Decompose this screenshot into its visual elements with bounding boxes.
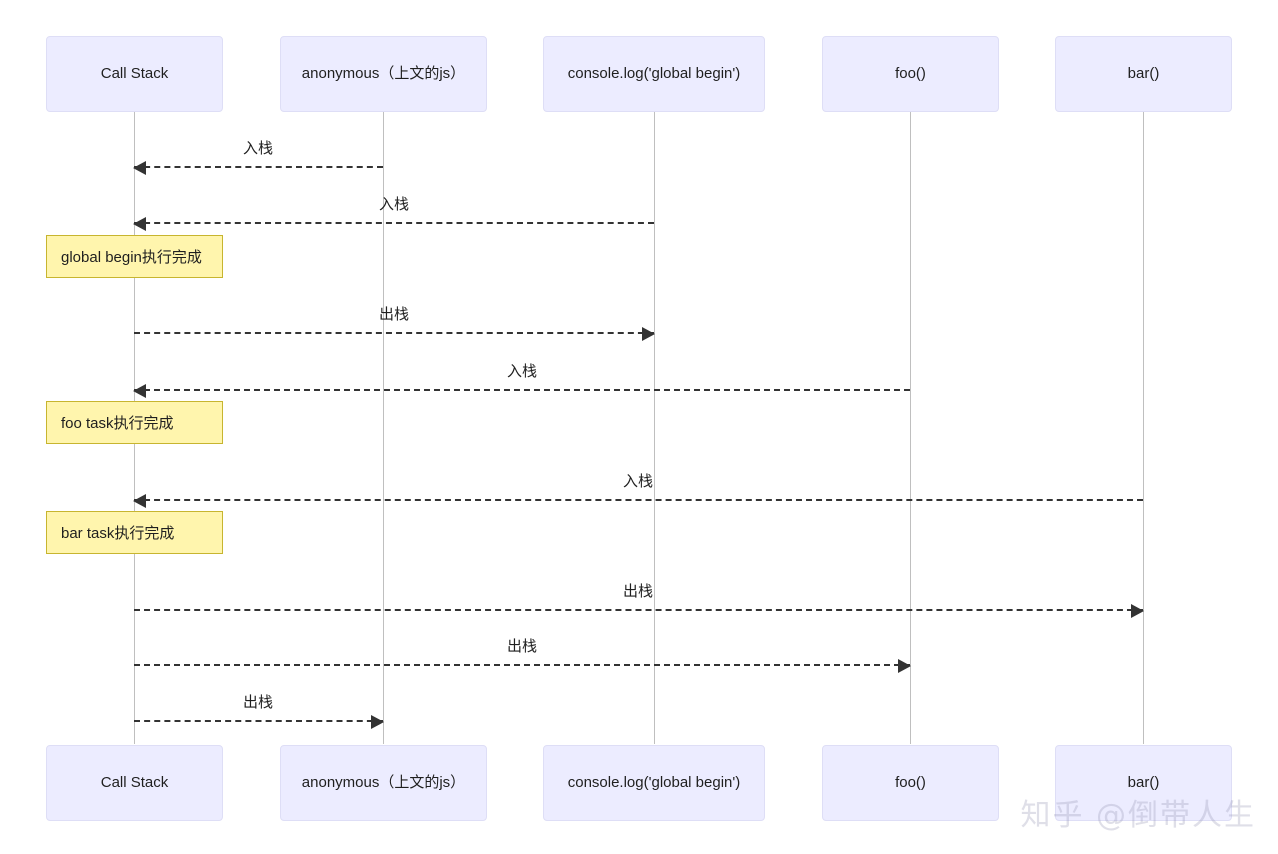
message-line-5 bbox=[134, 604, 1144, 618]
participant-top-consolelog[interactable]: console.log('global begin') bbox=[543, 36, 765, 112]
participant-label: console.log('global begin') bbox=[567, 774, 741, 791]
arrow-right-icon bbox=[642, 327, 655, 341]
note-text: bar task执行完成 bbox=[61, 525, 175, 542]
participant-top-bar[interactable]: bar() bbox=[1055, 36, 1232, 112]
message-label-7: 出栈 bbox=[242, 694, 274, 711]
participant-label: anonymous（上文的js） bbox=[301, 65, 466, 82]
participant-label: bar() bbox=[1127, 774, 1160, 791]
note-text: foo task执行完成 bbox=[61, 415, 174, 432]
message-line-2 bbox=[134, 327, 655, 341]
participant-label: bar() bbox=[1127, 65, 1160, 82]
message-line-3 bbox=[133, 384, 910, 398]
watermark: 知乎 @倒带人生 bbox=[1020, 798, 1256, 833]
message-label-1: 入栈 bbox=[378, 196, 410, 213]
message-label-3: 入栈 bbox=[506, 363, 538, 380]
participant-bottom-bar[interactable]: bar() bbox=[1055, 745, 1232, 821]
participant-bottom-callstack[interactable]: Call Stack bbox=[46, 745, 223, 821]
participant-bottom-foo[interactable]: foo() bbox=[822, 745, 999, 821]
message-label-2: 出栈 bbox=[378, 306, 410, 323]
note-0: global begin执行完成 bbox=[46, 235, 223, 278]
participant-label: anonymous（上文的js） bbox=[301, 774, 466, 791]
lifeline-foo bbox=[910, 112, 911, 744]
participant-label: console.log('global begin') bbox=[567, 65, 741, 82]
note-1: foo task执行完成 bbox=[46, 401, 223, 444]
participant-label: foo() bbox=[895, 65, 926, 82]
participant-label: Call Stack bbox=[100, 65, 169, 82]
message-label-5: 出栈 bbox=[622, 583, 654, 600]
lifeline-bar bbox=[1143, 112, 1144, 744]
message-line-7 bbox=[134, 715, 384, 729]
message-label-0: 入栈 bbox=[242, 140, 274, 157]
participant-top-anonymous[interactable]: anonymous（上文的js） bbox=[280, 36, 487, 112]
message-line-0 bbox=[133, 161, 383, 175]
participant-bottom-consolelog[interactable]: console.log('global begin') bbox=[543, 745, 765, 821]
message-line-4 bbox=[133, 494, 1143, 508]
arrow-left-icon bbox=[133, 161, 146, 175]
lifeline-consolelog bbox=[654, 112, 655, 744]
message-line-6 bbox=[134, 659, 911, 673]
message-label-6: 出栈 bbox=[506, 638, 538, 655]
arrow-left-icon bbox=[133, 494, 146, 508]
message-label-4: 入栈 bbox=[622, 473, 654, 490]
arrow-right-icon bbox=[1131, 604, 1144, 618]
message-line-1 bbox=[133, 217, 654, 231]
participant-label: Call Stack bbox=[100, 774, 169, 791]
arrow-right-icon bbox=[898, 659, 911, 673]
participant-top-foo[interactable]: foo() bbox=[822, 36, 999, 112]
note-2: bar task执行完成 bbox=[46, 511, 223, 554]
participant-bottom-anonymous[interactable]: anonymous（上文的js） bbox=[280, 745, 487, 821]
arrow-left-icon bbox=[133, 217, 146, 231]
lifeline-anonymous bbox=[383, 112, 384, 744]
arrow-right-icon bbox=[371, 715, 384, 729]
note-text: global begin执行完成 bbox=[61, 249, 202, 266]
participant-label: foo() bbox=[895, 774, 926, 791]
participant-top-callstack[interactable]: Call Stack bbox=[46, 36, 223, 112]
arrow-left-icon bbox=[133, 384, 146, 398]
